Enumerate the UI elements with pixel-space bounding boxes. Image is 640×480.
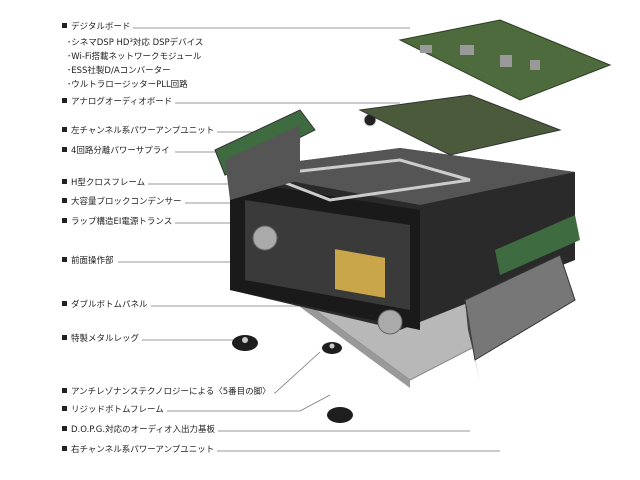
volume-knob: [252, 225, 278, 251]
digital-sub-2: ･Wi-Fi搭載ネットワークモジュール: [67, 52, 202, 62]
label-text: リジッドボトムフレーム: [71, 405, 164, 415]
transformer: [335, 249, 385, 298]
label-text: アナログオーディオボード: [71, 97, 173, 107]
label-analog-board: アナログオーディオボード: [62, 97, 176, 108]
label-text: 大容量ブロックコンデンサー: [71, 197, 182, 207]
label-fifth-leg: アンチレゾナンステクノロジーによる〈5番目の脚〉: [62, 387, 274, 398]
label-text: アンチレゾナンステクノロジーによる〈5番目の脚〉: [71, 387, 271, 397]
label-text: D.O.P.G.対応のオーディオ入出力基板: [71, 425, 215, 435]
h-cross-frame: [264, 158, 471, 202]
io-board: [495, 215, 580, 275]
label-front-panel: 前面操作部: [62, 256, 117, 267]
digital-sub-1: ･シネマDSP HD³対応 DSPデバイス: [67, 38, 204, 48]
label-h-frame: H型クロスフレーム: [62, 178, 149, 189]
label-text: デジタルボード: [71, 22, 131, 32]
label-text: 右チャンネル系パワーアンプユニット: [71, 445, 215, 455]
label-text: ラップ構造EI電源トランス: [71, 217, 173, 227]
label-left-amp: 左チャンネル系パワーアンプユニット: [62, 126, 218, 137]
label-right-amp: 右チャンネル系パワーアンプユニット: [62, 445, 218, 456]
input-knob: [377, 309, 403, 335]
label-text: H型クロスフレーム: [71, 178, 146, 188]
metal-legs: [232, 335, 353, 423]
label-digital-board: デジタルボード: [62, 22, 134, 33]
label-text: 前面操作部: [71, 256, 114, 266]
label-text: 左チャンネル系パワーアンプユニット: [71, 126, 215, 136]
analog-board: [358, 94, 562, 156]
power-supply: [225, 125, 300, 200]
label-transformer: ラップ構造EI電源トランス: [62, 217, 176, 228]
label-power-supply: 4回路分離パワーサプライ: [62, 146, 173, 157]
label-capacitor: 大容量ブロックコンデンサー: [62, 197, 185, 208]
label-text: 特製メタルレッグ: [71, 334, 140, 344]
label-metal-leg: 特製メタルレッグ: [62, 334, 143, 345]
label-io-board: D.O.P.G.対応のオーディオ入出力基板: [62, 425, 218, 436]
digital-sub-4: ･ウルトラロージッターPLL回路: [67, 80, 188, 90]
label-text: 4回路分離パワーサプライ: [71, 146, 170, 156]
label-text: ダブルボトムパネル: [71, 300, 148, 310]
label-rigid-frame: リジッドボトムフレーム: [62, 405, 167, 416]
digital-sub-3: ･ESS社製D/Aコンバーター: [67, 66, 171, 76]
label-double-bottom: ダブルボトムパネル: [62, 300, 151, 311]
